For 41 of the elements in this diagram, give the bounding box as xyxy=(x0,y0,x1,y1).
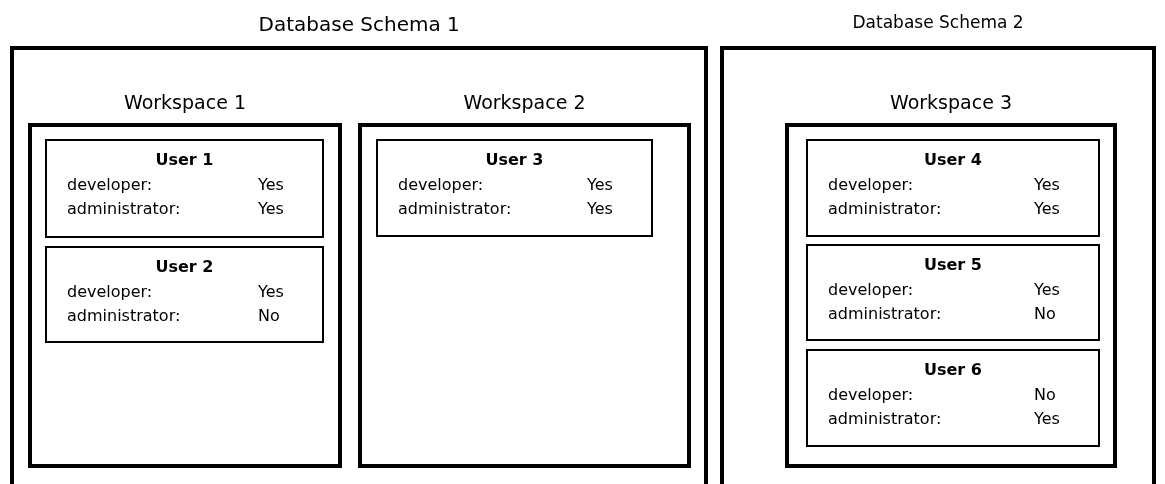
group-title: Workspace 2 xyxy=(463,91,586,113)
field-label: developer: xyxy=(67,282,153,301)
field-value: Yes xyxy=(258,282,284,301)
group-title: Workspace 3 xyxy=(890,91,1012,113)
field-value: Yes xyxy=(587,199,613,218)
field-value: Yes xyxy=(587,175,613,194)
field-value: No xyxy=(1034,385,1056,404)
field-value: Yes xyxy=(1034,175,1060,194)
user-name: User 6 xyxy=(924,360,982,379)
field-label: developer: xyxy=(398,175,484,194)
group-title: Database Schema 1 xyxy=(258,12,460,36)
user-card xyxy=(806,349,1100,447)
field-label: developer: xyxy=(828,280,914,299)
field-label: administrator: xyxy=(828,409,942,428)
field-value: Yes xyxy=(258,199,284,218)
field-value: Yes xyxy=(1034,199,1060,218)
field-value: Yes xyxy=(1034,280,1060,299)
field-label: developer: xyxy=(828,175,914,194)
user-name: User 1 xyxy=(155,150,214,169)
field-label: administrator: xyxy=(398,199,512,218)
field-label: developer: xyxy=(67,175,153,194)
field-value: No xyxy=(1034,304,1056,323)
field-label: administrator: xyxy=(828,304,942,323)
user-name: User 5 xyxy=(924,255,982,274)
user-card xyxy=(45,139,324,238)
field-label: administrator: xyxy=(67,199,181,218)
user-card xyxy=(45,246,324,343)
user-card xyxy=(376,139,653,237)
field-label: developer: xyxy=(828,385,914,404)
field-label: administrator: xyxy=(828,199,942,218)
user-name: User 4 xyxy=(924,150,982,169)
user-name: User 3 xyxy=(485,150,544,169)
field-value: Yes xyxy=(1034,409,1060,428)
group-title: Workspace 1 xyxy=(124,91,246,113)
user-card xyxy=(806,244,1100,341)
group-title: Database Schema 2 xyxy=(852,12,1024,32)
field-label: administrator: xyxy=(67,306,181,325)
user-card xyxy=(806,139,1100,237)
user-name: User 2 xyxy=(155,257,214,276)
field-value: No xyxy=(258,306,280,325)
field-value: Yes xyxy=(258,175,284,194)
